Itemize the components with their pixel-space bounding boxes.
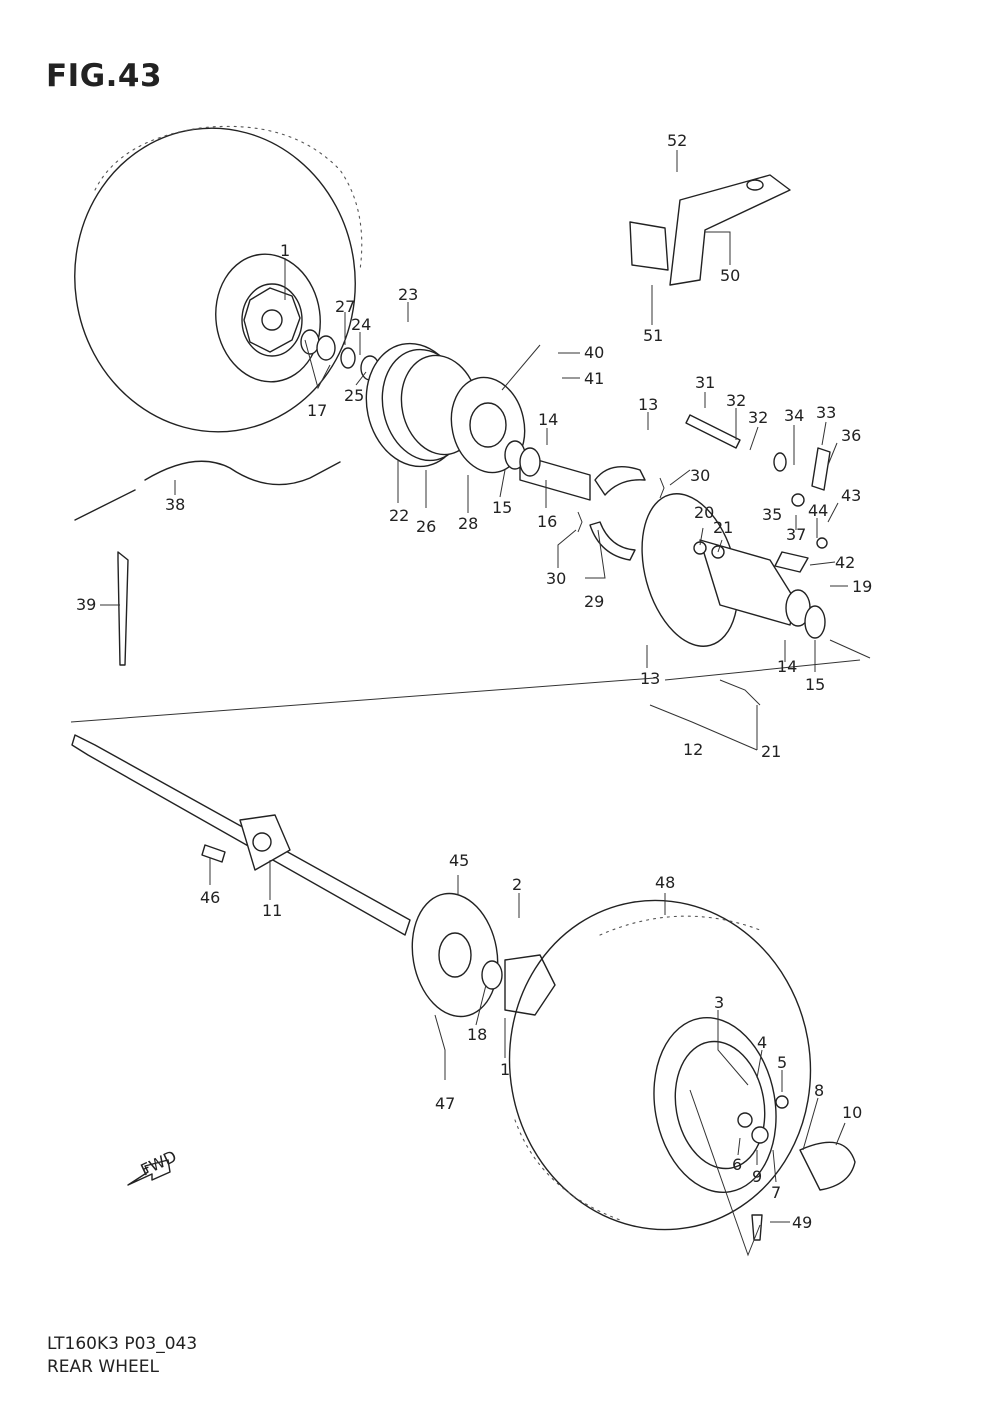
lower-wheel-drawing <box>508 899 856 1241</box>
callout-48: 48 <box>655 873 675 892</box>
callout-1-lower: 1 <box>500 1060 510 1079</box>
callout-8: 8 <box>814 1081 824 1100</box>
callout-25: 25 <box>344 386 364 405</box>
callout-38: 38 <box>165 495 185 514</box>
callout-49: 49 <box>792 1213 812 1232</box>
callout-30-upper: 30 <box>690 466 710 485</box>
part-callouts: 1 2 3 4 5 6 7 8 9 10 11 12 13 13 14 14 1… <box>76 131 872 1232</box>
brake-shoe-drawing <box>577 466 665 561</box>
callout-42: 42 <box>835 553 855 572</box>
callout-10: 10 <box>842 1103 862 1122</box>
callout-52: 52 <box>667 131 687 150</box>
figure-title: FIG.43 <box>46 58 163 94</box>
callout-37: 37 <box>786 525 806 544</box>
callout-45: 45 <box>449 851 469 870</box>
callout-47: 47 <box>435 1094 455 1113</box>
sprocket-drawing <box>411 892 556 1018</box>
callout-13-upper: 13 <box>638 395 658 414</box>
callout-1-upper: 1 <box>280 241 290 260</box>
figure-name: REAR WHEEL <box>47 1357 159 1377</box>
brake-drum-drawing <box>365 342 526 474</box>
callout-41: 41 <box>584 369 604 388</box>
callout-14-upper: 14 <box>538 410 558 429</box>
callout-28: 28 <box>458 514 478 533</box>
callout-18: 18 <box>467 1025 487 1044</box>
callout-50: 50 <box>720 266 740 285</box>
brake-panel-drawing <box>641 493 826 647</box>
callout-43: 43 <box>841 486 861 505</box>
callout-11: 11 <box>262 901 282 920</box>
callout-26: 26 <box>416 517 436 536</box>
bracket-drawing <box>629 174 791 286</box>
callout-32-right: 32 <box>748 408 768 427</box>
callout-17: 17 <box>307 401 327 420</box>
callout-40: 40 <box>584 343 604 362</box>
callout-32-left: 32 <box>726 391 746 410</box>
callout-31: 31 <box>695 373 715 392</box>
callout-51: 51 <box>643 326 663 345</box>
callout-36: 36 <box>841 426 861 445</box>
brake-cam-parts-drawing <box>685 414 831 573</box>
callout-30-lower: 30 <box>546 569 566 588</box>
rear-axle-drawing <box>71 734 411 936</box>
callout-27: 27 <box>335 297 355 316</box>
callout-3: 3 <box>714 993 724 1012</box>
callout-15-lower: 15 <box>805 675 825 694</box>
callout-33: 33 <box>816 403 836 422</box>
callout-21-lower: 21 <box>761 742 781 761</box>
callout-9: 9 <box>752 1167 762 1186</box>
leader-lines <box>70 150 871 1257</box>
callout-46: 46 <box>200 888 220 907</box>
callout-22: 22 <box>389 506 409 525</box>
callout-12: 12 <box>683 740 703 759</box>
cable-drawing <box>74 460 341 666</box>
callout-44: 44 <box>808 501 828 520</box>
model-code: LT160K3 P03_043 <box>47 1334 198 1354</box>
callout-34: 34 <box>784 406 804 425</box>
callout-13-lower: 13 <box>640 669 660 688</box>
callout-20: 20 <box>694 503 714 522</box>
fwd-arrow-icon: FWD <box>127 1147 180 1186</box>
callout-5: 5 <box>777 1053 787 1072</box>
axle-sleeve-drawing <box>504 440 591 501</box>
callout-14-lower: 14 <box>777 657 797 676</box>
callout-19: 19 <box>852 577 872 596</box>
callout-15-upper: 15 <box>492 498 512 517</box>
callout-2: 2 <box>512 875 522 894</box>
callout-24: 24 <box>351 315 371 334</box>
callout-21-upper: 21 <box>713 518 733 537</box>
callout-6: 6 <box>732 1155 742 1174</box>
callout-35: 35 <box>762 505 782 524</box>
callout-16: 16 <box>537 512 557 531</box>
upper-wheel-drawing <box>74 125 363 433</box>
callout-4: 4 <box>757 1033 767 1052</box>
callout-29: 29 <box>584 592 604 611</box>
callout-7: 7 <box>771 1183 781 1202</box>
callout-23: 23 <box>398 285 418 304</box>
callout-39: 39 <box>76 595 96 614</box>
